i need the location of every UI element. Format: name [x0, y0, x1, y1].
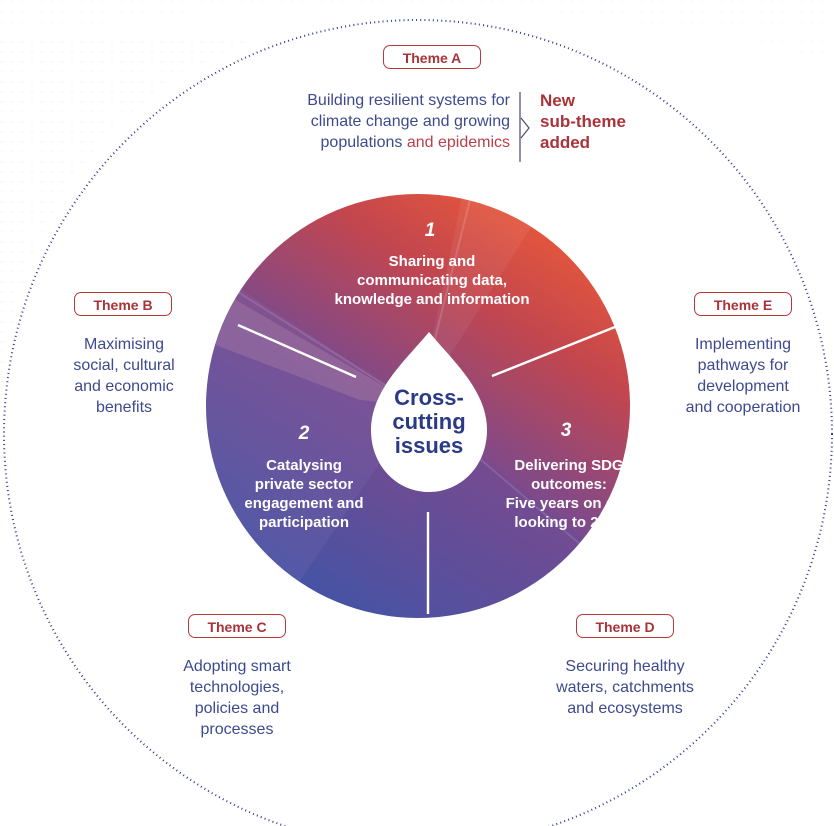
background-dot-pattern: [0, 0, 834, 430]
theme-d-line-2: waters, catchments: [556, 679, 694, 696]
segment-3-number: 3: [560, 420, 572, 441]
segment-3-line-4: looking to 2030: [514, 514, 624, 531]
segment-2-line-2: private sector: [254, 476, 354, 493]
theme-a-added-text: and epidemics: [406, 134, 510, 151]
theme-c-line-3: policies and: [194, 700, 280, 717]
theme-e-label: Theme E: [694, 292, 792, 316]
segment-2-number: 2: [298, 423, 310, 444]
theme-b-line-2: social, cultural: [73, 357, 175, 374]
theme-c-line-4: processes: [200, 721, 274, 738]
theme-e-line-4: and cooperation: [685, 399, 801, 416]
segment-3-line-2: outcomes:: [531, 476, 607, 493]
theme-d-description: Securing healthy waters, catchments and …: [540, 656, 710, 719]
segment-3-line-3: Five years on and: [505, 495, 633, 512]
segment-3-text: Delivering SDG outcomes: Five years on a…: [494, 456, 644, 532]
segment-3-line-1: Delivering SDG: [514, 457, 624, 474]
spoke-theme-b: [237, 323, 357, 379]
theme-b-line-1: Maximising: [83, 336, 164, 353]
theme-b-label: Theme B: [74, 292, 172, 316]
theme-b-line-4: benefits: [95, 399, 153, 416]
theme-b-line-3: and economic: [74, 378, 174, 395]
segment-1-text: Sharing and communicating data, knowledg…: [292, 252, 572, 309]
theme-a-line-2: climate change and growing: [310, 113, 510, 130]
theme-b-description: Maximising social, cultural and economic…: [44, 334, 204, 418]
segment-2-line-3: engagement and: [244, 495, 364, 512]
theme-a-note-line-1: New: [540, 91, 575, 110]
outer-dotted-ring: [3, 19, 833, 826]
theme-d-label: Theme D: [576, 614, 674, 638]
segment-2-line-1: Catalysing: [266, 457, 342, 474]
theme-d-line-3: and ecosystems: [567, 700, 683, 717]
theme-e-line-1: Implementing: [694, 336, 792, 353]
theme-a-line-3-text: populations: [320, 134, 403, 151]
segment-1-line-3: knowledge and information: [334, 291, 530, 308]
theme-c-line-2: technologies,: [189, 679, 285, 696]
center-line-3: issues: [394, 433, 464, 458]
spoke-theme-e: [491, 323, 621, 378]
theme-a-line-1: Building resilient systems for: [307, 92, 510, 109]
theme-c-line-1: Adopting smart: [183, 658, 291, 675]
center-drop-shape: [371, 332, 487, 492]
theme-e-line-2: pathways for: [697, 357, 789, 374]
segment-2-line-4: participation: [258, 514, 349, 531]
theme-c-label: Theme C: [188, 614, 286, 638]
segment-1-number: 1: [424, 220, 436, 241]
theme-e-line-3: development: [697, 378, 789, 395]
theme-c-description: Adopting smart technologies, policies an…: [156, 656, 318, 740]
theme-a-chevron-icon: [520, 117, 530, 139]
theme-a-note-line-3: added: [540, 133, 591, 152]
theme-a-note-line-2: sub-theme: [540, 112, 626, 131]
theme-a-description: Building resilient systems for climate c…: [228, 90, 510, 153]
center-line-2: cutting: [392, 409, 466, 434]
theme-d-line-1: Securing healthy: [565, 658, 685, 675]
theme-a-label: Theme A: [383, 45, 481, 69]
theme-a-note: New sub-theme added: [540, 90, 660, 153]
center-line-1: Cross-: [394, 385, 464, 410]
theme-a-line-3: populations and epidemics: [228, 132, 510, 153]
theme-e-description: Implementing pathways for development an…: [668, 334, 818, 418]
segment-2-text: Catalysing private sector engagement and…: [224, 456, 384, 532]
center-label: Cross- cutting issues: [371, 386, 487, 458]
segment-1-line-1: Sharing and: [388, 253, 476, 270]
segment-1-line-2: communicating data,: [356, 272, 508, 289]
